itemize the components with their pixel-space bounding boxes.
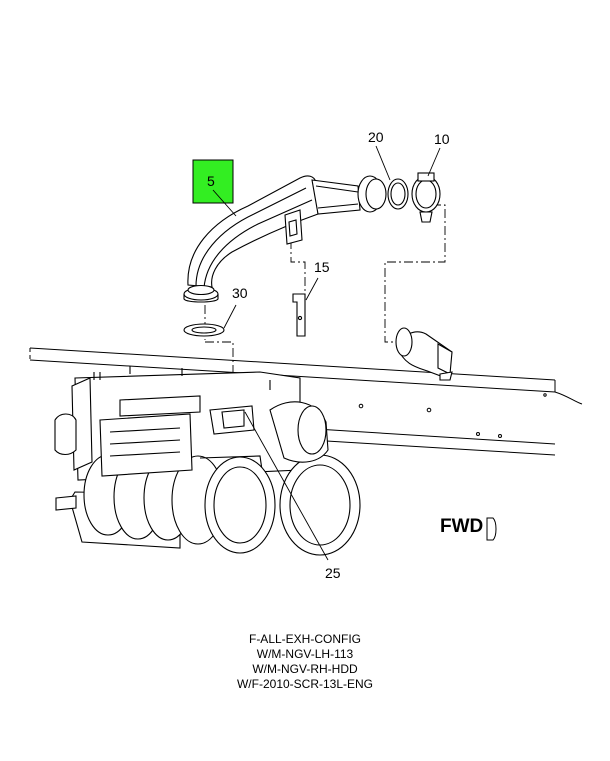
item-10-clamp	[411, 172, 441, 223]
caption-line-1: F-ALL-EXH-CONFIG	[248, 632, 361, 646]
aftertreatment-assembly	[54, 366, 361, 556]
frame-rail	[29, 347, 583, 456]
elbow-outlet-pipe	[395, 327, 453, 381]
callout-20: 20	[368, 129, 384, 145]
callout-30: 30	[232, 285, 248, 301]
item-5-highlight	[192, 159, 234, 204]
callout-15: 15	[314, 259, 330, 275]
item-30-gasket	[183, 323, 225, 337]
diagram-caption: F-ALL-EXH-CONFIG W/M-NGV-LH-113 W/M-NGV-…	[0, 632, 610, 692]
caption-line-4: W/F-2010-SCR-13L-ENG	[236, 677, 374, 691]
fwd-label: FWD	[440, 516, 483, 537]
item-5-exhaust-pipe	[183, 175, 361, 303]
item-15-bracket	[292, 293, 306, 337]
callout-5: 5	[207, 173, 215, 189]
callout-25: 25	[325, 565, 341, 581]
caption-line-3: W/M-NGV-RH-HDD	[252, 662, 358, 676]
caption-line-2: W/M-NGV-LH-113	[256, 647, 354, 661]
item-20-coupler	[357, 175, 409, 213]
callout-leaders	[212, 145, 441, 561]
fwd-arrow-icon	[486, 517, 497, 541]
callout-10: 10	[434, 131, 450, 147]
